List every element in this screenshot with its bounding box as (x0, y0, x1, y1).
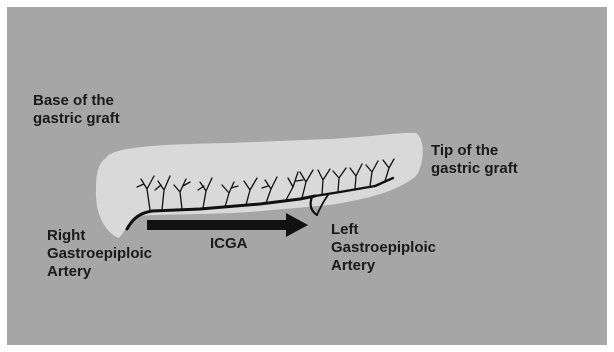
right-artery-label-line3: Artery (47, 263, 92, 280)
left-artery-label-line1: Left (331, 221, 359, 238)
right-artery-label-line2: Gastroepiploic (47, 245, 152, 262)
icga-label: ICGA (210, 235, 248, 252)
base-label-line1: Base of the (33, 92, 114, 109)
left-artery-label-line2: Gastroepiploic (331, 239, 436, 256)
base-label-line2: gastric graft (33, 110, 120, 127)
tip-label-line2: gastric graft (431, 160, 518, 177)
left-artery-label-line3: Artery (331, 257, 376, 274)
arrow-shaft (147, 220, 287, 230)
right-artery-label-line1: Right (47, 227, 85, 244)
tip-label-line1: Tip of the (431, 142, 498, 159)
